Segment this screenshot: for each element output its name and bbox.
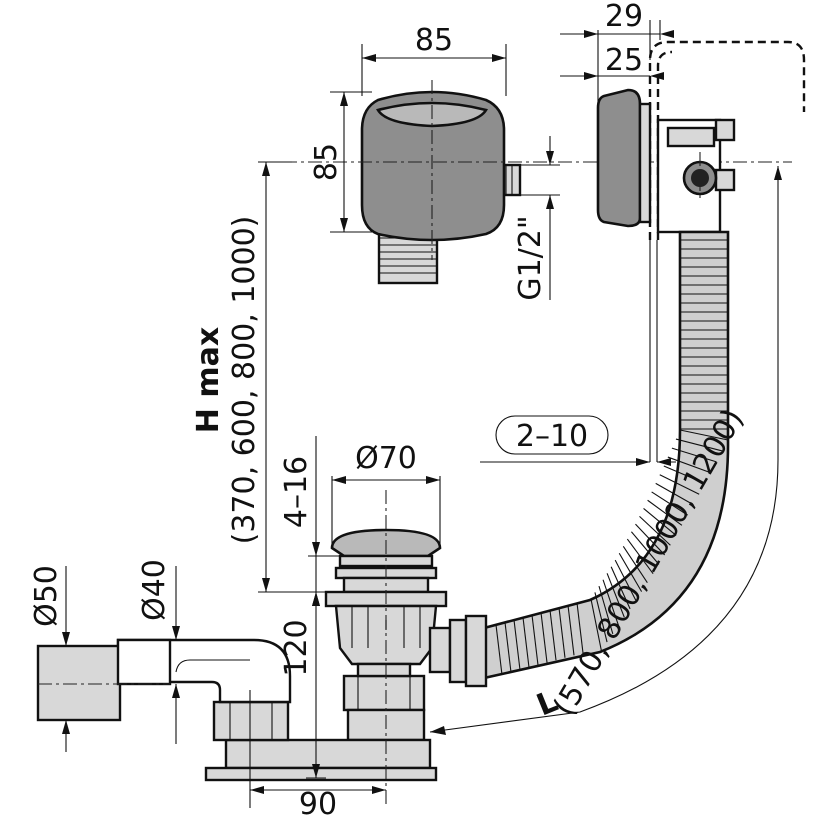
hose-rib xyxy=(679,429,729,441)
hose-rib xyxy=(614,559,637,601)
hose-rib xyxy=(675,438,723,452)
dim-trap-offset: 90 xyxy=(250,786,386,822)
hose-rib xyxy=(567,605,575,656)
waste-trap-assembly xyxy=(36,490,488,808)
hose-rib xyxy=(549,610,557,661)
plug-diameter-label: Ø70 xyxy=(355,441,417,476)
flexible-hose xyxy=(482,230,730,680)
hose-rib xyxy=(671,447,717,463)
hose-rib xyxy=(610,566,631,610)
hose-rib xyxy=(540,612,548,663)
dim-thread: G1/2" xyxy=(513,136,560,301)
hose-rib xyxy=(522,617,530,668)
overflow-cover-side xyxy=(596,88,642,228)
dim-plug-diameter: Ø70 xyxy=(331,441,441,548)
hose-rib xyxy=(590,598,602,651)
dim-trap-height: 120 xyxy=(279,592,326,779)
thread-label: G1/2" xyxy=(513,215,548,300)
hose-rib xyxy=(651,491,688,516)
hose-rib xyxy=(667,456,711,474)
plug-lift-label: 4–16 xyxy=(279,456,314,528)
dim-wall-thickness: 2–10 xyxy=(480,415,676,466)
hose-rib xyxy=(639,515,671,546)
trap-offset-label: 90 xyxy=(299,787,337,822)
hose-rib xyxy=(504,622,512,673)
dim-outlet-inner: Ø40 xyxy=(137,559,180,744)
flange-outer-label: 29 xyxy=(605,0,643,34)
overflow-body xyxy=(360,90,506,242)
outlet-inner-label: Ø40 xyxy=(137,559,172,621)
hose-rib xyxy=(630,531,660,565)
dim-flange: 29 25 xyxy=(560,0,674,108)
overflow-width-label: 85 xyxy=(415,23,453,58)
hose-rib xyxy=(606,573,625,618)
hose-rib xyxy=(598,585,614,635)
hose-rib xyxy=(618,552,643,592)
hose-rib xyxy=(647,499,683,526)
hose-rib xyxy=(663,465,706,485)
hose-rib xyxy=(659,474,700,495)
hose-rib xyxy=(626,538,654,574)
h-max-values: (370, 600, 800, 1000) xyxy=(227,216,262,545)
overflow-side-view xyxy=(596,40,806,462)
hose-rib xyxy=(531,614,539,666)
trap-height-label: 120 xyxy=(279,619,314,676)
hose-rib xyxy=(576,602,584,653)
hose-rib xyxy=(594,592,608,643)
dim-outlet-outer: Ø50 xyxy=(29,565,70,752)
dim-overflow-height: 85 xyxy=(309,91,372,233)
flange-inner-label: 25 xyxy=(605,43,643,78)
h-max-label: H max xyxy=(191,327,226,433)
hose-rib xyxy=(558,607,566,658)
dim-h-max: H max (370, 600, 800, 1000) xyxy=(191,161,320,593)
dim-plug-lift: 4–16 xyxy=(279,436,340,778)
hose-rib xyxy=(602,579,620,626)
hose-rib xyxy=(513,619,521,670)
hose-rib xyxy=(622,545,648,584)
outlet-outer-label: Ø50 xyxy=(29,565,64,627)
hose-rib xyxy=(635,523,666,556)
overflow-height-label: 85 xyxy=(309,143,344,181)
hose-rib xyxy=(643,507,677,536)
hose-rib xyxy=(495,624,503,675)
dim-overflow-width: 85 xyxy=(361,23,507,96)
hose-rib xyxy=(655,482,694,506)
wall-thickness-label: 2–10 xyxy=(516,419,588,454)
